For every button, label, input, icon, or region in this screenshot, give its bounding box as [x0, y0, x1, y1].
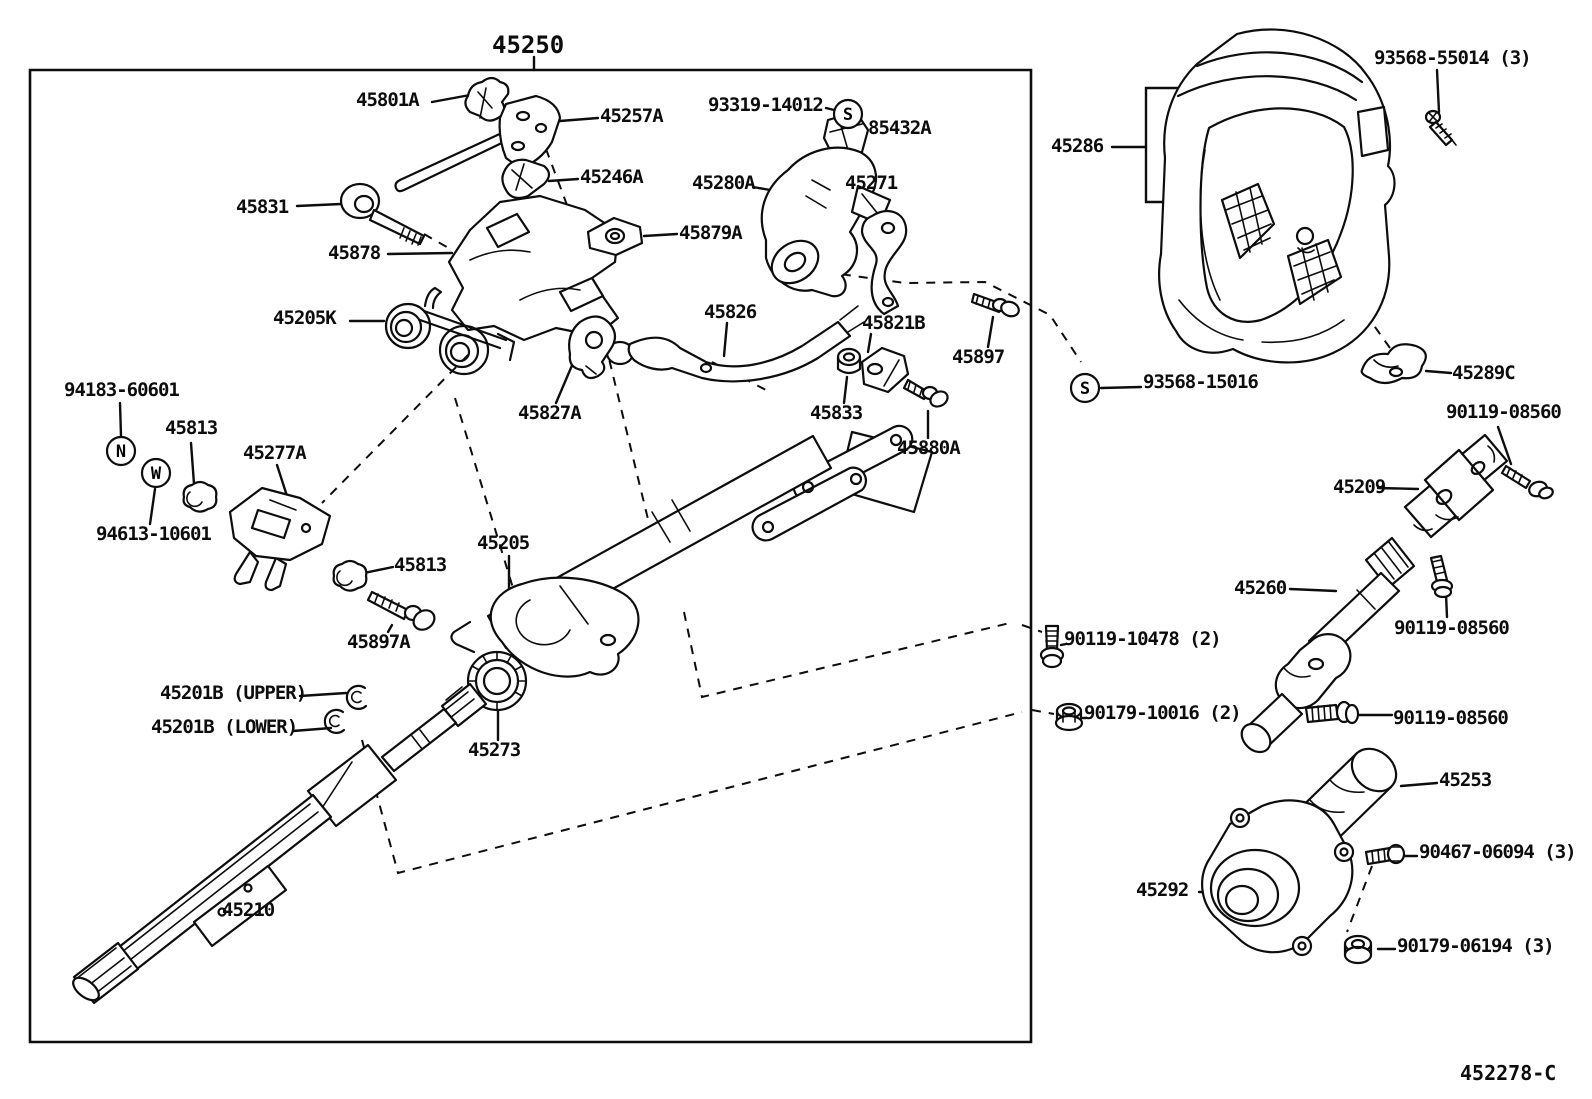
part-label-45813-lower[interactable]: 45813	[394, 554, 447, 576]
part-label-45831[interactable]: 45831	[236, 196, 289, 218]
diagram-frame	[30, 70, 1031, 1042]
part-45271-lever	[862, 211, 906, 314]
part-label-45813-upper[interactable]: 45813	[165, 417, 218, 439]
part-45827a-cam	[569, 316, 615, 378]
drawing-number: 452278-C	[1460, 1061, 1557, 1085]
part-45201b-eclips	[325, 686, 366, 733]
part-label-45201b-upper[interactable]: 45201B (UPPER)	[160, 682, 307, 704]
part-label-45880a[interactable]: 45880A	[897, 437, 961, 459]
part-45280a-lock-housing	[762, 148, 890, 297]
part-45813-clips	[184, 482, 367, 591]
part-label-45879a[interactable]: 45879A	[679, 222, 743, 244]
part-45879a-retainer	[588, 218, 642, 255]
part-90467-06094-screw	[1366, 845, 1404, 864]
part-label-93568-15016[interactable]: 93568-15016	[1143, 371, 1259, 393]
part-label-45280a[interactable]: 45280A	[692, 172, 756, 194]
part-45286-column-cover	[1159, 29, 1394, 362]
part-label-45821b[interactable]: 45821B	[862, 312, 926, 334]
part-label-45801a[interactable]: 45801A	[356, 89, 420, 111]
part-label-85432a[interactable]: 85432A	[868, 117, 932, 139]
part-45831-bolt	[341, 184, 424, 245]
part-label-93319-14012[interactable]: 93319-14012	[708, 94, 824, 116]
part-45292-hole-cover	[1202, 800, 1353, 955]
part-90119-10478-bolt	[1041, 626, 1063, 667]
part-label-45897[interactable]: 45897	[952, 346, 1005, 368]
part-label-45292[interactable]: 45292	[1136, 879, 1189, 901]
part-label-45253[interactable]: 45253	[1439, 769, 1492, 791]
part-90179-10016-nut	[1056, 704, 1082, 730]
part-label-90119-08560-mid[interactable]: 90119-08560	[1394, 617, 1510, 639]
marker-93568-s[interactable]: S	[1071, 374, 1099, 402]
part-45289c-clip	[1362, 344, 1426, 383]
part-45205-column-tube	[451, 426, 932, 677]
part-label-45250[interactable]: 45250	[492, 31, 565, 59]
part-label-90119-10478[interactable]: 90119-10478 (2)	[1064, 628, 1222, 650]
part-label-90119-08560-top[interactable]: 90119-08560	[1446, 401, 1562, 423]
part-label-45209[interactable]: 45209	[1333, 476, 1386, 498]
part-45273-bearing	[468, 652, 526, 710]
part-label-45201b-lower[interactable]: 45201B (LOWER)	[151, 716, 298, 738]
part-45821b-plate	[862, 348, 908, 392]
part-label-45257a[interactable]: 45257A	[600, 105, 664, 127]
marker-s2-letter: S	[1080, 379, 1090, 399]
part-45210-main-shaft	[69, 684, 486, 1005]
part-label-90119-08560-bot[interactable]: 90119-08560	[1393, 707, 1509, 729]
part-45801a-stopper	[465, 78, 508, 121]
part-label-45286[interactable]: 45286	[1051, 135, 1104, 157]
marker-94613-w[interactable]: W	[142, 459, 170, 487]
part-label-94613-10601[interactable]: 94613-10601	[96, 523, 212, 545]
part-45897-bolt	[972, 294, 1021, 319]
part-45826-arm	[607, 306, 864, 381]
part-label-45833[interactable]: 45833	[810, 402, 863, 424]
marker-n-letter: N	[116, 442, 126, 462]
part-label-45289c[interactable]: 45289C	[1452, 362, 1516, 384]
part-label-45210[interactable]: 45210	[222, 899, 275, 921]
part-label-45897a[interactable]: 45897A	[347, 631, 411, 653]
part-label-90179-06194[interactable]: 90179-06194 (3)	[1397, 935, 1555, 957]
part-90119-08560-bolts	[1306, 466, 1554, 723]
marker-94183-n[interactable]: N	[107, 437, 135, 465]
part-label-45205k[interactable]: 45205K	[273, 307, 337, 329]
part-45209-universal-joint	[1405, 435, 1507, 537]
part-45878-bracket	[449, 196, 618, 340]
part-label-94183-60601[interactable]: 94183-60601	[64, 379, 180, 401]
part-label-45271[interactable]: 45271	[845, 172, 898, 194]
part-label-90179-10016[interactable]: 90179-10016 (2)	[1084, 702, 1242, 724]
part-45260-intermediate-shaft	[1236, 538, 1414, 758]
part-label-90467-06094[interactable]: 90467-06094 (3)	[1419, 841, 1577, 863]
part-label-45827a[interactable]: 45827A	[518, 402, 582, 424]
part-45205k-springs	[386, 288, 514, 374]
part-label-45878[interactable]: 45878	[328, 242, 381, 264]
part-45880a-bolt	[904, 380, 950, 410]
part-label-45260[interactable]: 45260	[1234, 577, 1287, 599]
marker-s1-letter: S	[843, 105, 853, 125]
part-label-45277a[interactable]: 45277A	[243, 442, 307, 464]
part-45246a-clamp	[502, 160, 549, 198]
part-label-45273[interactable]: 45273	[468, 739, 521, 761]
marker-w-letter: W	[151, 464, 162, 484]
part-45257a-tilt-lever	[396, 96, 561, 191]
part-label-45205[interactable]: 45205	[477, 532, 530, 554]
marker-93319-s[interactable]: S	[834, 100, 862, 128]
part-label-45826[interactable]: 45826	[704, 301, 757, 323]
part-45277a-bracket	[230, 488, 330, 590]
part-90179-06194-nut	[1345, 936, 1371, 963]
part-label-93568-55014[interactable]: 93568-55014 (3)	[1374, 47, 1532, 69]
part-label-45246a[interactable]: 45246A	[580, 166, 644, 188]
part-45897a-bolt	[368, 592, 438, 634]
part-45833-nut	[838, 349, 860, 373]
part-93568-55014-screw	[1426, 111, 1456, 145]
